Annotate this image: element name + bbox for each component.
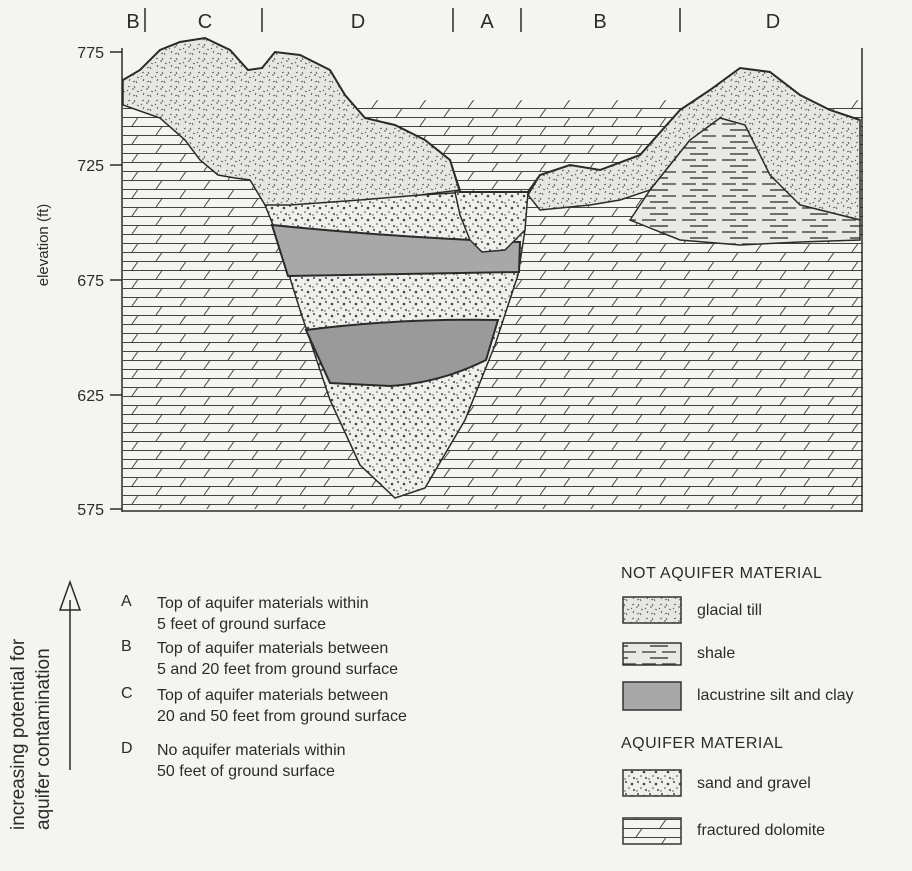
zone-label: B <box>593 11 606 33</box>
potential-label-line2: aquifer contamination <box>33 648 54 830</box>
legend-label-dolomite: fractured dolomite <box>697 822 826 839</box>
elevation-axis-label: elevation (ft) <box>35 204 52 287</box>
category-line: No aquifer materials within <box>157 742 346 759</box>
zone-markers <box>144 8 681 32</box>
legend-label-glacial-till: glacial till <box>697 602 762 619</box>
legend-heading-aquifer: AQUIFER MATERIAL <box>621 735 784 752</box>
zone-label: C <box>198 11 212 33</box>
legend-heading-not-aquifer: NOT AQUIFER MATERIAL <box>621 565 823 582</box>
category-description: No aquifer materials within 50 feet of g… <box>157 740 346 782</box>
swatch-shale <box>622 642 682 666</box>
legend-label-shale: shale <box>697 645 736 662</box>
category-description: Top of aquifer materials between 5 and 2… <box>157 638 398 680</box>
legend-label-lacustrine: lacustrine silt and clay <box>697 687 854 704</box>
category-line: 5 feet of ground surface <box>157 616 326 633</box>
category-line: Top of aquifer materials within <box>157 595 369 612</box>
category-line: Top of aquifer materials between <box>157 640 389 657</box>
potential-label-line1: increasing potential for <box>8 638 29 830</box>
cross-section <box>122 36 863 512</box>
zone-label: A <box>480 11 494 33</box>
elevation-tick-label: 575 <box>77 502 104 519</box>
zone-label: B <box>126 11 139 33</box>
elevation-tick-label: 675 <box>77 273 104 290</box>
shale-lens <box>628 117 861 246</box>
category-letter: B <box>121 638 132 655</box>
elevation-tick-label: 625 <box>77 388 104 405</box>
ground-surface <box>122 36 861 193</box>
category-description: Top of aquifer materials between 20 and … <box>157 685 407 727</box>
category-letter: C <box>121 685 133 702</box>
category-letter: D <box>121 740 133 757</box>
zone-label: D <box>766 11 780 33</box>
category-line: Top of aquifer materials between <box>157 687 389 704</box>
potential-arrow <box>58 579 82 770</box>
swatch-dolomite <box>622 817 682 845</box>
category-line: 20 and 50 feet from ground surface <box>157 708 407 725</box>
zone-label: D <box>351 11 365 33</box>
elevation-tick-label: 725 <box>77 158 104 175</box>
lacustrine-layer-upper <box>270 223 522 278</box>
category-line: 5 and 20 feet from ground surface <box>157 661 399 678</box>
legend-swatches <box>622 596 682 845</box>
swatch-glacial-till <box>622 596 682 624</box>
swatch-sand-gravel <box>622 769 682 797</box>
legend-label-sand-gravel: sand and gravel <box>697 775 811 792</box>
swatch-lacustrine <box>622 681 682 711</box>
elevation-tick-label: 775 <box>77 45 104 62</box>
category-description: Top of aquifer materials within 5 feet o… <box>157 593 369 635</box>
lacustrine-layer-lower <box>304 318 500 388</box>
category-line: 50 feet of ground surface <box>157 763 335 780</box>
zone-labels: B C D A B D <box>126 11 780 33</box>
elevation-axis: 775 725 675 625 575 elevation (ft) <box>35 45 123 519</box>
category-letter: A <box>121 593 132 610</box>
